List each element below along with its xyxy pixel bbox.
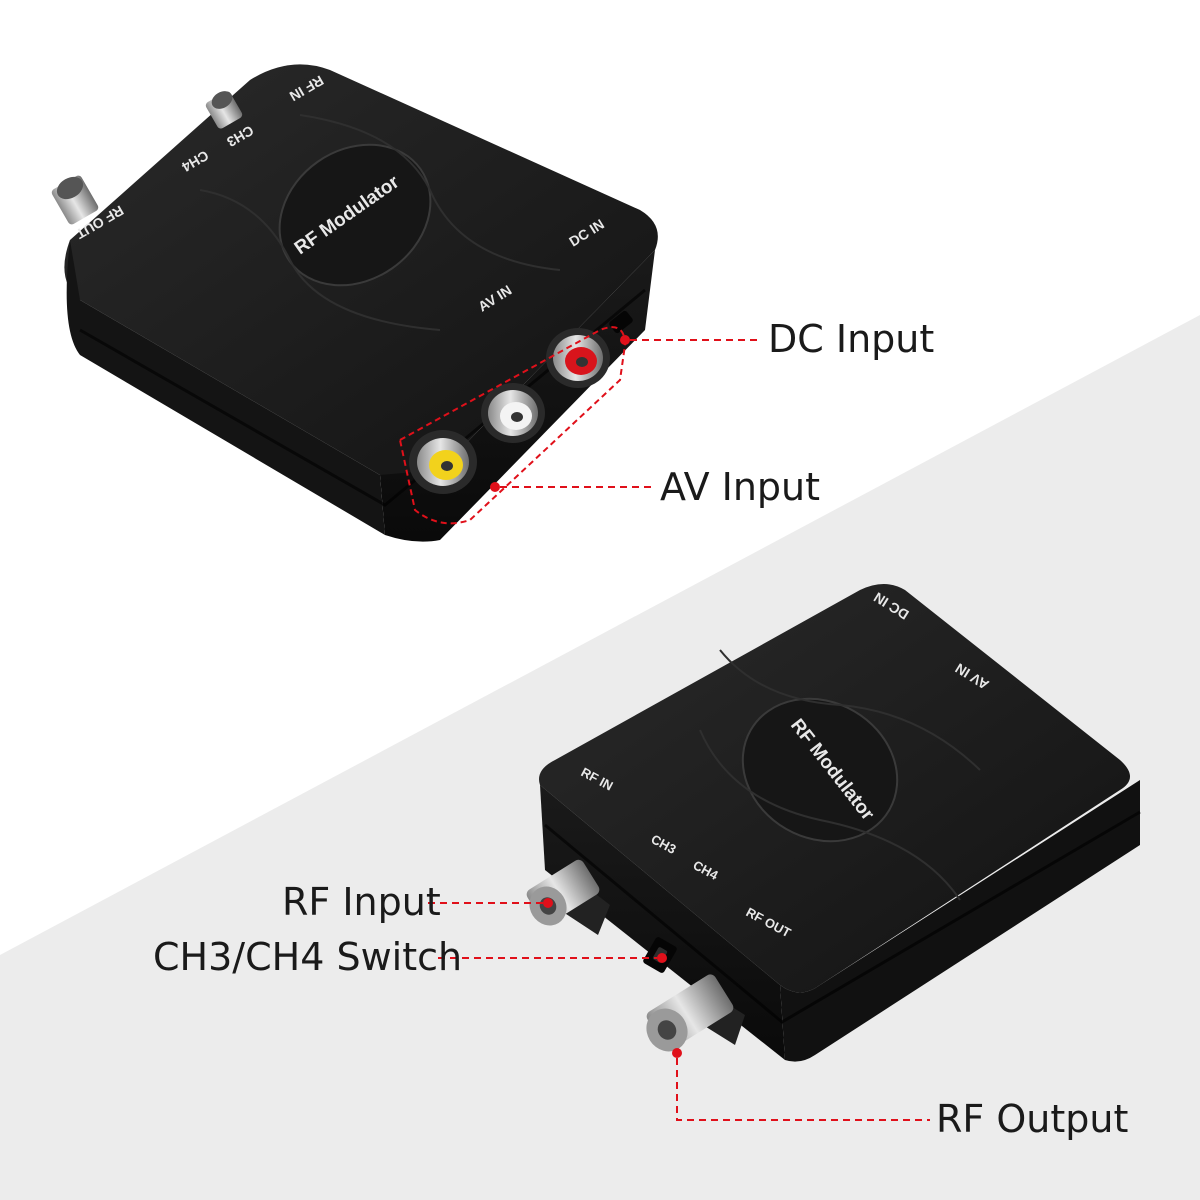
device-top-left-face <box>66 240 386 535</box>
leader-av-input <box>490 482 655 492</box>
leader-ch-switch <box>438 953 667 963</box>
rca-jack-white <box>481 383 545 443</box>
callout-rf-output: RF Output <box>936 1097 1129 1141</box>
device-bottom: DC IN AV IN RF Modulator RF IN CH3 CH4 R… <box>526 584 1141 1062</box>
rf-out-connector-top <box>51 175 99 225</box>
rf-out-connector-bottom <box>646 974 745 1052</box>
callout-dc-input: DC Input <box>768 317 935 361</box>
device-bottom-right-face <box>780 780 1140 1062</box>
av-input-highlight <box>398 326 627 525</box>
callout-rf-input: RF Input <box>282 880 441 924</box>
device-top: RF OUT CH4 CH3 RF IN RF Modulator DC IN … <box>51 64 658 542</box>
rf-in-connector-top <box>205 91 243 129</box>
callout-ch-switch: CH3/CH4 Switch <box>153 935 463 979</box>
leader-rf-output <box>672 1048 930 1121</box>
rca-jack-yellow <box>409 430 477 494</box>
callout-av-input: AV Input <box>660 465 821 509</box>
leader-rf-input <box>428 898 553 908</box>
leader-dc-input <box>620 335 762 345</box>
device-bottom-logo-badge <box>741 697 899 843</box>
rca-jack-red <box>546 328 610 388</box>
